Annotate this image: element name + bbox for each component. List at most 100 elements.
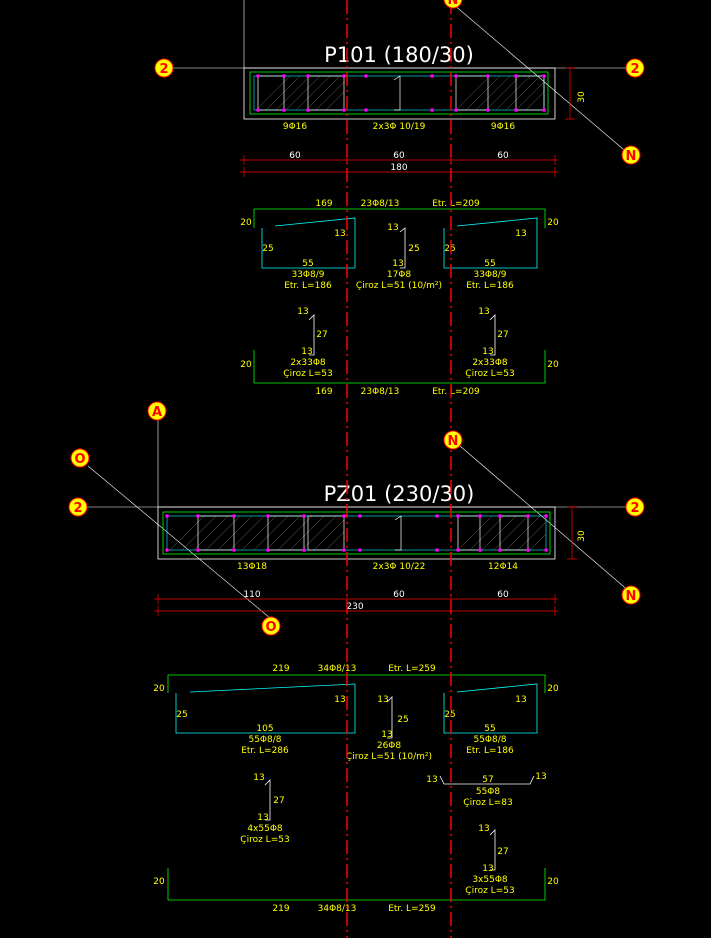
rebar-label-left: 9Φ16 (283, 122, 308, 132)
left-tie-spec: 4x55Φ8 (247, 824, 283, 834)
inner-stirrup (197, 515, 235, 551)
center-tie-spec: 26Φ8 (377, 741, 402, 751)
section-title: P101 (180/30) (324, 43, 474, 67)
dim-total: 230 (346, 602, 363, 612)
concrete-hatch-right (457, 515, 547, 551)
side-tie-right-spec: 2x33Φ8 (472, 358, 508, 368)
center-tie-side: 25 (408, 244, 419, 254)
svg-text:N: N (448, 434, 459, 449)
center-tie-shape (386, 696, 393, 739)
stirrup-outline (166, 515, 547, 551)
inner-stirrup (499, 515, 529, 551)
stirrup-right-etr: Etr. L=186 (466, 746, 514, 756)
side-tie-left-spec: 2x33Φ8 (290, 358, 326, 368)
bottom-bar-side-right: 20 (547, 360, 559, 370)
right-tie-shape (489, 829, 496, 871)
svg-text:N: N (448, 0, 459, 8)
svg-text:A: A (152, 405, 162, 420)
beam-outline (243, 67, 556, 120)
main-rebar-cage (162, 511, 551, 555)
right-tie-ciroz: Çiroz L=53 (465, 886, 514, 896)
side-tie-left-top: 13 (297, 307, 308, 317)
side-tie-right-ciroz: Çiroz L=53 (465, 369, 514, 379)
concrete-hatch-right (455, 75, 545, 111)
stirrup-right-etr: Etr. L=186 (466, 281, 514, 291)
straight-tie-shape (439, 775, 535, 785)
bottom-bar-spec: 23Φ8/13 (361, 387, 400, 397)
grid-bubble-o: O (261, 616, 281, 636)
grid-bubble-a: A (147, 401, 167, 421)
grid-bubbles: 2 2 N N A O 2 2 (68, 0, 645, 636)
stirrup-left-top: 13 (334, 695, 345, 705)
dim-segment-1: 110 (243, 590, 260, 600)
rebar-label-right: 12Φ14 (488, 562, 518, 572)
stirrup-shape-left (261, 217, 356, 269)
side-tie-left-side: 27 (316, 330, 327, 340)
center-tie-bottom: 13 (381, 730, 392, 740)
top-bar-etr: Etr. L=259 (388, 664, 436, 674)
stirrup-right-bottom: 55 (484, 259, 495, 269)
stirrup-left-top: 13 (334, 229, 345, 239)
main-rebar-cage (249, 71, 549, 115)
bottom-bar-length: 219 (272, 904, 289, 914)
side-tie-right-side: 27 (497, 330, 508, 340)
svg-text:2: 2 (630, 62, 639, 77)
right-tie-top: 13 (478, 824, 489, 834)
left-tie-ciroz: Çiroz L=53 (240, 835, 289, 845)
grid-line-n (452, 3, 631, 156)
grid-bubble-2: 2 (625, 497, 645, 517)
stirrup-left-side: 25 (262, 244, 273, 254)
center-tie-shape (399, 227, 406, 269)
svg-text:O: O (74, 452, 85, 467)
bottom-bar-shape (253, 350, 546, 384)
axis-lines (346, 0, 452, 938)
straight-tie-length: 57 (482, 775, 493, 785)
bottom-bar-length: 169 (315, 387, 332, 397)
bottom-bar-etr: Etr. L=259 (388, 904, 436, 914)
top-bar-side-right: 20 (547, 218, 559, 228)
stirrup-right-bottom: 55 (484, 724, 495, 734)
top-bar-etr: Etr. L=209 (432, 199, 480, 209)
bottom-bar-spec: 34Φ8/13 (318, 904, 357, 914)
dim-segment-2: 60 (393, 590, 405, 600)
dim-segment-1: 60 (289, 151, 301, 161)
dim-segment-3: 60 (497, 590, 509, 600)
grid-bubble-n: N (621, 145, 641, 165)
stirrup-right-side: 25 (444, 710, 455, 720)
stirrup-right-top: 13 (515, 695, 526, 705)
rebar-label-left: 13Φ18 (237, 562, 267, 572)
side-tie-shape-left (308, 314, 315, 356)
inner-stirrup (455, 75, 489, 111)
grid-bubble-n: N (443, 0, 463, 9)
stirrup-right-spec: 33Φ8/9 (473, 270, 506, 280)
svg-text:2: 2 (159, 62, 168, 77)
left-tie-side: 27 (273, 796, 284, 806)
top-bar-spec: 23Φ8/13 (361, 199, 400, 209)
grid-bubble-n: N (621, 585, 641, 605)
rebar-label-middle: 2x3Φ 10/19 (373, 122, 426, 132)
bottom-bar-etr: Etr. L=209 (432, 387, 480, 397)
rebar-nodes (256, 74, 546, 112)
right-tie-side: 27 (497, 847, 508, 857)
stirrup-shape-right (443, 683, 538, 734)
stirrup-right-spec: 55Φ8/8 (473, 735, 506, 745)
straight-tie-right: 13 (535, 772, 546, 782)
rebar-label-middle: 2x3Φ 10/22 (373, 562, 426, 572)
section-p101: 30 P101 (180/30) 9Φ16 2x3Φ 10/19 9Φ16 60… (170, 0, 631, 397)
inner-stirrup (457, 515, 481, 551)
inner-stirrup (515, 75, 545, 111)
left-tie-top: 13 (253, 773, 264, 783)
center-tie-ciroz: Çiroz L=51 (10/m²) (346, 752, 432, 762)
side-tie-shape-right (489, 314, 496, 356)
section-pz01: 30 PZ01 (230/30) 13Φ18 2x3Φ 10/22 12Φ14 … (86, 420, 631, 914)
stirrup-shape-left (175, 683, 356, 734)
straight-tie-left: 13 (426, 775, 437, 785)
side-tie-right-bottom: 13 (482, 347, 493, 357)
top-bar-shape (167, 674, 546, 693)
center-tie-top: 13 (377, 695, 388, 705)
middle-tie (393, 75, 401, 111)
left-tie-bottom: 13 (257, 813, 268, 823)
stirrup-left-spec: 55Φ8/8 (248, 735, 281, 745)
grid-line-o (87, 465, 271, 619)
stirrup-right-side: 25 (444, 244, 455, 254)
